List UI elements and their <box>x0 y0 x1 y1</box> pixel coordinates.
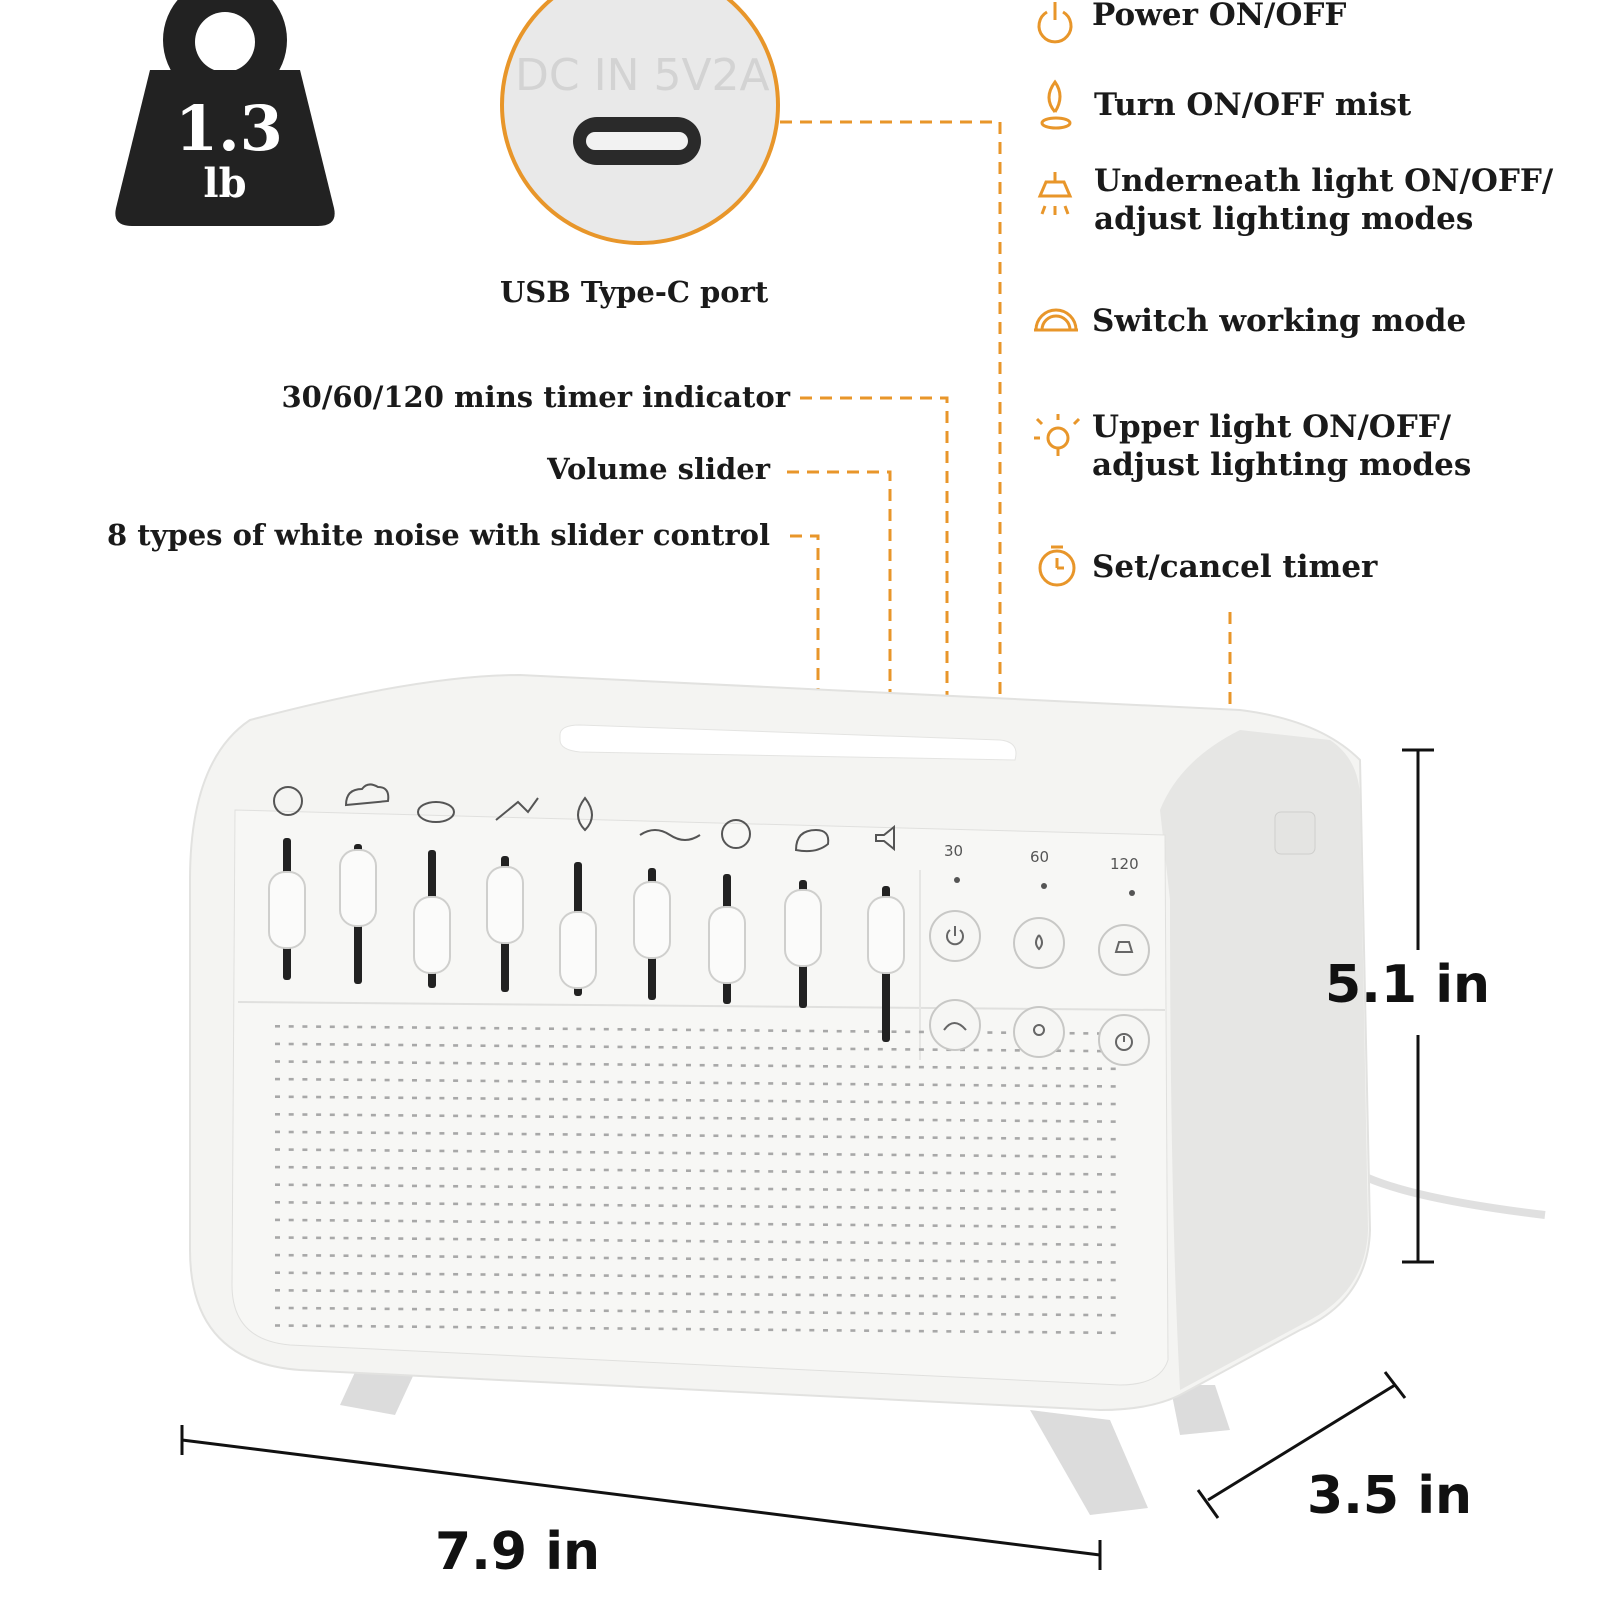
frog-icon <box>721 819 751 849</box>
power-icon <box>1037 2 1073 44</box>
fire-icon <box>577 796 593 832</box>
feature-mist: Turn ON/OFF mist <box>1030 86 1590 126</box>
ocean-icon <box>417 801 455 823</box>
usb-port-engraving: DC IN 5V2A <box>515 50 770 101</box>
thunder-icon <box>344 783 390 807</box>
mode-icon <box>1034 308 1078 332</box>
feature-under-light: Underneath light ON/OFF/ adjust lighting… <box>1030 162 1590 242</box>
feature-power: Power ON/OFF <box>1030 0 1590 36</box>
width-dimension: 7.9 in <box>435 1522 601 1582</box>
mode-button <box>929 999 981 1051</box>
feature-icons <box>1034 2 1081 587</box>
upper-light-button <box>1013 1006 1065 1058</box>
feature-mode-text: Switch working mode <box>1092 303 1467 339</box>
weight-value: 1.3 <box>175 92 283 165</box>
noise-type-icons <box>273 783 895 853</box>
volume-icon <box>875 824 895 852</box>
feature-upper-light: Upper light ON/OFF/ adjust lighting mode… <box>1030 408 1590 488</box>
usb-port-closeup <box>500 0 780 245</box>
feature-mode: Switch working mode <box>1030 302 1590 342</box>
usb-port-label: USB Type-C port <box>500 275 769 309</box>
timer-mark-120: 120 <box>1110 855 1139 873</box>
timer-dots <box>954 877 1135 896</box>
mist-icon <box>1040 79 1072 130</box>
control-buttons <box>929 910 1150 1066</box>
volume-slider-label: Volume slider <box>547 452 770 486</box>
height-dimension: 5.1 in <box>1325 955 1491 1015</box>
timer-mark-60: 60 <box>1030 848 1050 866</box>
feature-power-text: Power ON/OFF <box>1092 0 1347 33</box>
under-light-button <box>1098 924 1150 976</box>
device-body <box>189 673 1372 1412</box>
bird-icon <box>495 797 539 821</box>
feature-mist-text: Turn ON/OFF mist <box>1094 87 1412 123</box>
weight-unit: lb <box>203 160 247 207</box>
feature-under-light-text: Underneath light ON/OFF/ adjust lighting… <box>1094 163 1554 237</box>
timer-indicator-label: 30/60/120 mins timer indicator <box>281 380 790 414</box>
feature-upper-light-text: Upper light ON/OFF/ adjust lighting mode… <box>1092 409 1472 483</box>
stream-icon <box>639 829 701 841</box>
mist-button <box>1013 917 1065 969</box>
noise-sliders <box>268 838 905 1042</box>
forest-icon <box>273 786 303 816</box>
white-noise-label: 8 types of white noise with slider contr… <box>106 518 770 552</box>
depth-dimension: 3.5 in <box>1307 1466 1473 1526</box>
dimension-lines <box>180 748 1434 1570</box>
power-cord <box>1366 1174 1546 1219</box>
speaker-grille <box>275 1025 1116 1335</box>
timer-icon <box>1038 545 1076 587</box>
timer-mark-30: 30 <box>944 842 964 860</box>
feature-timer: Set/cancel timer <box>1030 548 1590 588</box>
feature-timer-text: Set/cancel timer <box>1092 549 1378 585</box>
under-light-icon <box>1037 172 1073 215</box>
cricket-icon <box>794 828 830 853</box>
weight-badge <box>115 0 335 226</box>
upper-light-icon <box>1034 414 1081 456</box>
